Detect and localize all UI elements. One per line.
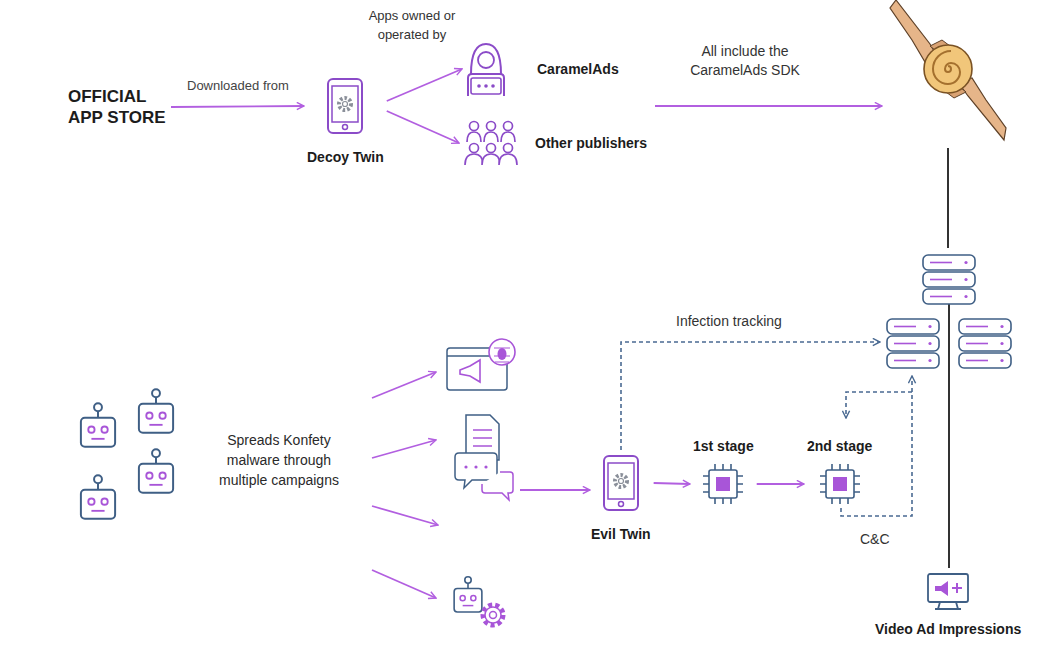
people-icon — [462, 120, 520, 166]
stage-node: 1st stage — [693, 437, 754, 506]
sdk-arrow — [655, 105, 882, 107]
annotation: Infection tracking — [674, 312, 784, 331]
app-node: Decoy Twin — [307, 78, 384, 166]
node-label: Other publishers — [535, 134, 647, 152]
flow-arrow — [171, 106, 304, 107]
store-label: OFFICIAL APP STORE — [68, 86, 168, 128]
node-label: Decoy Twin — [307, 148, 384, 166]
dashed-links — [621, 342, 912, 516]
annotation: C&C — [858, 530, 892, 549]
stage-node: 2nd stage — [807, 437, 872, 506]
flow-arrow — [387, 69, 462, 101]
node-label: Evil Twin — [591, 525, 651, 543]
video-ad-icon — [926, 572, 970, 612]
server-stacks — [887, 255, 1011, 368]
edge-label: Downloaded from — [185, 77, 291, 94]
phone-icon — [602, 455, 640, 511]
campaign-icons — [447, 339, 515, 625]
node-label: 2nd stage — [807, 437, 872, 455]
annotation: All include the CaramelAds SDK — [668, 42, 822, 80]
publisher-node: CaramelAds — [465, 40, 619, 98]
ad-node: Video Ad Impressions — [875, 572, 1021, 638]
flow-arrow — [757, 483, 804, 485]
campaign-arrows — [372, 372, 590, 598]
publisher-node: Other publishers — [462, 120, 647, 166]
flow-arrow — [387, 111, 459, 143]
node-label: Video Ad Impressions — [875, 620, 1021, 638]
hacker-icon — [465, 40, 507, 98]
bot-group — [81, 389, 173, 518]
app-node: Evil Twin — [591, 455, 651, 543]
chip-icon — [818, 462, 862, 506]
chip-icon — [701, 462, 745, 506]
campaign-text: Spreads Konfety malware through multiple… — [208, 430, 350, 490]
phone-icon — [326, 78, 364, 134]
node-label: CaramelAds — [537, 60, 619, 78]
annotation: Apps owned or operated by — [351, 6, 473, 44]
flow-arrow — [654, 483, 690, 484]
candy-illustration — [890, 0, 1006, 140]
node-label: OFFICIAL APP STORE — [68, 86, 168, 128]
node-label: 1st stage — [693, 437, 754, 455]
node-label: Spreads Konfety malware through multiple… — [208, 430, 350, 490]
